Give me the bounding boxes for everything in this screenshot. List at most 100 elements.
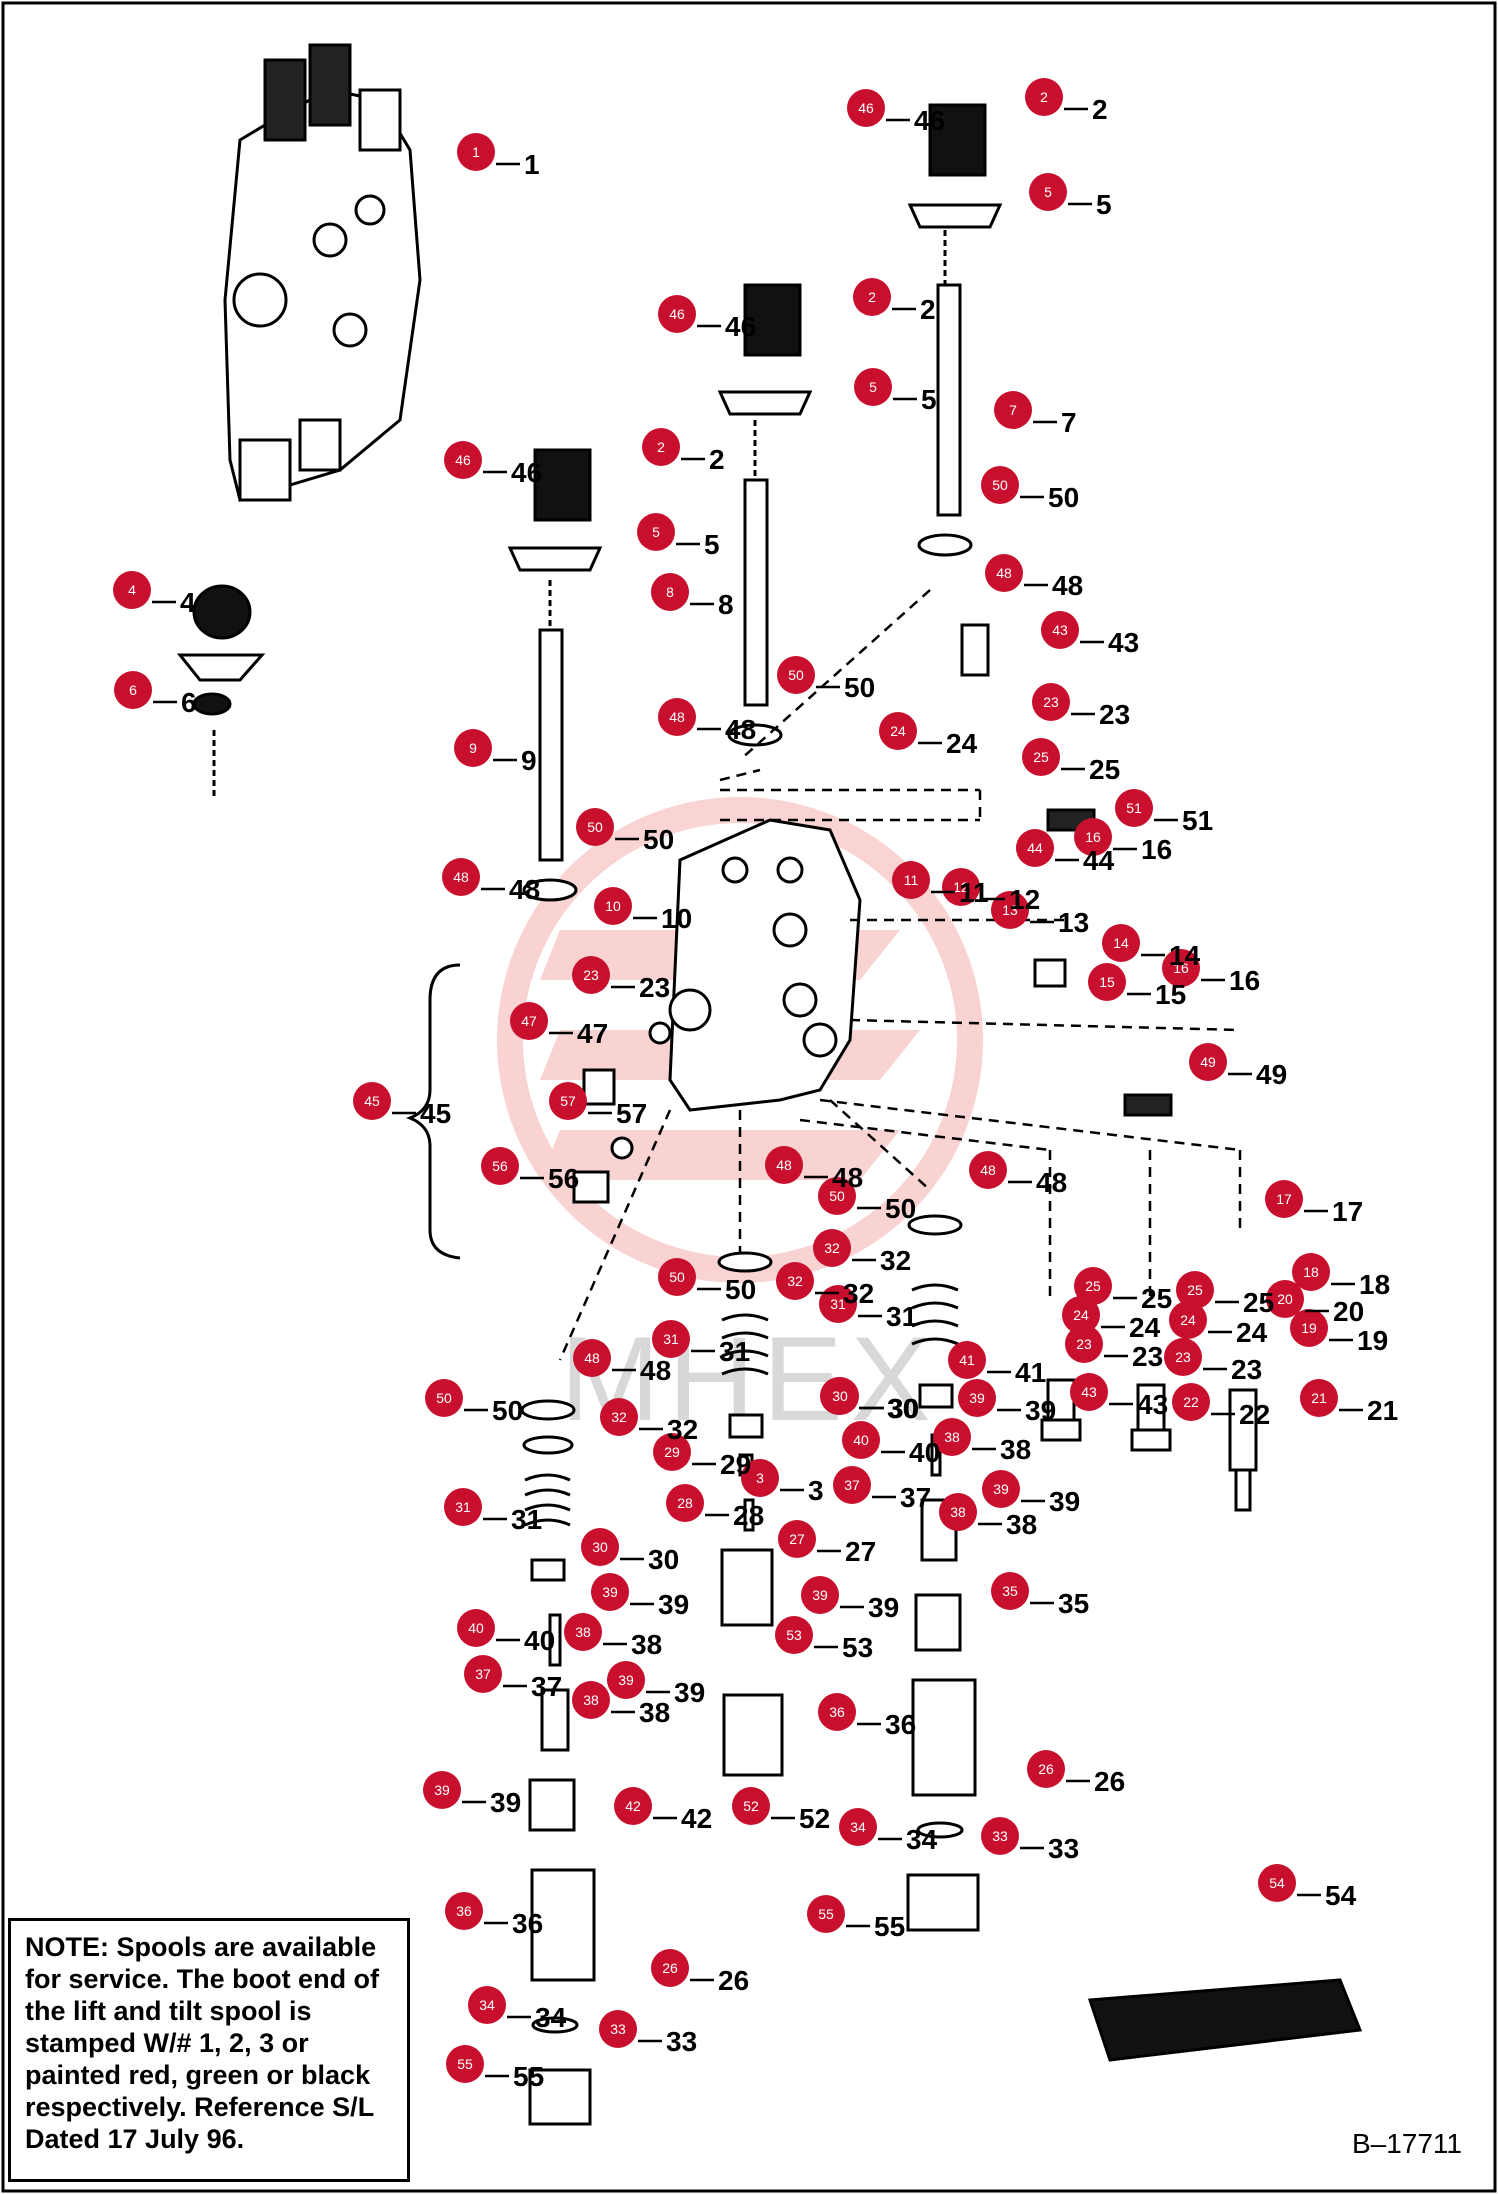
- callout-badge: 55: [807, 1895, 845, 1933]
- callout-number: 26: [662, 1960, 678, 1976]
- callout-badge: 10: [594, 887, 632, 925]
- part-label: 43: [1137, 1389, 1168, 1420]
- callout-number: 31: [663, 1331, 679, 1347]
- part-label: 37: [900, 1482, 931, 1513]
- part-label: 18: [1359, 1269, 1390, 1300]
- callout-badge: 45: [353, 1082, 391, 1120]
- part-label: 6: [181, 687, 197, 718]
- callout-badge: 38: [939, 1493, 977, 1531]
- callout-badge: 50: [425, 1379, 463, 1417]
- callout-badge: 33: [981, 1817, 1019, 1855]
- spool-stack-left: [507, 448, 603, 902]
- callout-circle: [464, 1655, 502, 1693]
- callout-circle: [637, 513, 675, 551]
- part-label: 9: [521, 745, 537, 776]
- part-label: 38: [1006, 1509, 1037, 1540]
- assembled-valve-illustration: [223, 43, 422, 502]
- part-label: 25: [1089, 754, 1120, 785]
- callout-number: 12: [953, 879, 969, 895]
- callout-circle: [1025, 78, 1063, 116]
- part-label: 7: [1061, 407, 1077, 438]
- callout-circle: [445, 1892, 483, 1930]
- part-label: 17: [1332, 1196, 1363, 1227]
- callout-badge: 28: [666, 1484, 704, 1522]
- callout-circle: [642, 428, 680, 466]
- note-text: Spools are available for service. The bo…: [25, 1932, 380, 2154]
- callout-number: 46: [669, 306, 685, 322]
- callout-circle: [651, 573, 689, 611]
- callout-badge: 4: [113, 571, 151, 609]
- part-label: 13: [1058, 907, 1089, 938]
- callout-circle: [1041, 611, 1079, 649]
- callout-number: 5: [1044, 184, 1052, 200]
- callout-circle: [819, 1285, 857, 1323]
- part-label: 41: [1015, 1357, 1046, 1388]
- callout-circle: [1115, 789, 1153, 827]
- part-label: 33: [1048, 1833, 1079, 1864]
- part-label: 51: [1182, 805, 1213, 836]
- part-label: 19: [1357, 1325, 1388, 1356]
- callout-number: 7: [1009, 402, 1017, 418]
- callout-circle: [423, 1771, 461, 1809]
- note-label: NOTE:: [25, 1932, 109, 1962]
- callout-badge: 11: [892, 861, 930, 899]
- callout-circle: [457, 1609, 495, 1647]
- callout-circle: [457, 133, 495, 171]
- part-label: 32: [880, 1245, 911, 1276]
- callout-badge: 38: [572, 1681, 610, 1719]
- callout-circle: [1029, 173, 1067, 211]
- callout-badge: 57: [549, 1082, 587, 1120]
- callout-circle: [576, 808, 614, 846]
- part-label: 5: [921, 384, 937, 415]
- part-label: 21: [1367, 1395, 1398, 1426]
- part-label: 48: [725, 714, 756, 745]
- callout-number: 10: [605, 898, 621, 914]
- part-label: 4: [180, 587, 196, 618]
- callout-circle: [991, 891, 1029, 929]
- callout-number: 48: [980, 1162, 996, 1178]
- callout-badge: 19: [1290, 1309, 1328, 1347]
- callout-circle: [942, 868, 980, 906]
- callout-circle: [353, 1082, 391, 1120]
- callout-badge: 49: [1189, 1043, 1227, 1081]
- callout-circle: [1022, 738, 1060, 776]
- callout-circle: [969, 1151, 1007, 1189]
- callout-circle: [892, 861, 930, 899]
- callout-number: 55: [818, 1906, 834, 1922]
- callout-badge: 15: [1088, 963, 1126, 1001]
- callout-badge: 5: [637, 513, 675, 551]
- callout-circle: [807, 1895, 845, 1933]
- callout-badge: 32: [600, 1398, 638, 1436]
- callout-badge: 25: [1176, 1271, 1214, 1309]
- callout-circle: [776, 1262, 814, 1300]
- part-label: 57: [616, 1098, 647, 1129]
- callout-number: 47: [521, 1013, 537, 1029]
- callout-badge: 50: [658, 1258, 696, 1296]
- callout-circle: [444, 441, 482, 479]
- part-label: 33: [666, 2026, 697, 2057]
- callout-number: 23: [1043, 694, 1059, 710]
- callout-badge: 26: [1027, 1750, 1065, 1788]
- part-label: 50: [885, 1193, 916, 1224]
- callout-number: 38: [944, 1429, 960, 1445]
- callout-number: 5: [869, 379, 877, 395]
- part-label: 27: [845, 1536, 876, 1567]
- callout-badge: 24: [1169, 1301, 1207, 1339]
- part-label: 16: [1229, 965, 1260, 996]
- callout-badge: 33: [599, 2010, 637, 2048]
- callout-circle: [813, 1229, 851, 1267]
- callout-circle: [442, 858, 480, 896]
- callout-number: 51: [1126, 800, 1142, 816]
- callout-badge: 12: [942, 868, 980, 906]
- part-label: 2: [1092, 94, 1108, 125]
- lower-left-stack: [520, 1399, 596, 2126]
- callout-number: 16: [1173, 960, 1189, 976]
- callout-badge: 2: [642, 428, 680, 466]
- callout-badge: 34: [468, 1986, 506, 2024]
- callout-number: 26: [1038, 1761, 1054, 1777]
- callout-badge: 37: [833, 1466, 871, 1504]
- callout-number: 48: [453, 869, 469, 885]
